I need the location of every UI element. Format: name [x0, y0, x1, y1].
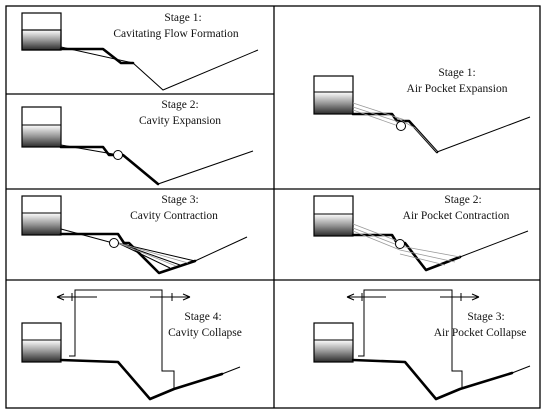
- pipeline-profile: [436, 116, 531, 153]
- stage-title: Cavitating Flow Formation: [113, 28, 238, 40]
- reservoir: [313, 75, 354, 115]
- cavity-bubble: [109, 238, 119, 248]
- panel-right-1: Stage 1: Air Pocket Expansion: [313, 67, 531, 154]
- reservoir: [21, 12, 62, 51]
- panel-left-3: Stage 3: Cavity Contraction: [21, 194, 248, 275]
- panel-left-2: Stage 2: Cavity Expansion: [21, 99, 254, 186]
- stage-number: Stage 3:: [467, 311, 504, 323]
- air-pocket-lines: [352, 223, 461, 266]
- reservoir: [21, 322, 62, 363]
- pipeline-profile: [60, 46, 259, 91]
- stage-number: Stage 1:: [164, 12, 201, 24]
- stage-title: Cavity Collapse: [168, 327, 242, 339]
- pressure-surge-line: [358, 289, 463, 389]
- pipeline-thick: [351, 358, 514, 401]
- stage-number: Stage 2:: [444, 194, 481, 206]
- cavity-bubble: [113, 150, 123, 160]
- panel-left-1: Stage 1: Cavitating Flow Formation: [21, 12, 259, 91]
- stage-number: Stage 4:: [184, 311, 221, 323]
- pressure-surge-line: [69, 289, 175, 389]
- wave-arrow-left: [56, 293, 97, 301]
- pipeline-thick: [59, 358, 224, 401]
- pipeline-thick: [59, 232, 197, 275]
- air-pocket-lines: [352, 102, 438, 153]
- stage-title: Air Pocket Expansion: [407, 83, 508, 95]
- pipeline-profile: [221, 366, 241, 375]
- stage-title: Air Pocket Collapse: [434, 327, 527, 339]
- pipeline-profile: [511, 365, 531, 374]
- pipeline-thick: [351, 112, 439, 154]
- stage-number: Stage 3:: [161, 194, 198, 206]
- wave-arrow-right: [440, 293, 480, 301]
- air-pocket-bubble: [396, 121, 406, 131]
- hydraulic-grade-line: [60, 228, 114, 244]
- wave-arrow-left: [346, 293, 386, 301]
- pipeline-profile: [459, 230, 529, 258]
- stage-number: Stage 2:: [161, 99, 198, 111]
- figure-frame: [5, 5, 541, 409]
- pipeline-profile: [122, 150, 254, 185]
- pipeline-thick: [59, 145, 160, 186]
- air-pocket-bubble: [395, 239, 405, 249]
- pipeline-profile: [194, 236, 248, 262]
- stage-title: Cavity Contraction: [130, 210, 218, 222]
- reservoir: [21, 195, 62, 236]
- stage-title: Air Pocket Contraction: [403, 210, 510, 222]
- wave-arrow-right: [150, 293, 191, 301]
- stage-number: Stage 1:: [438, 67, 475, 79]
- stage-title: Cavity Expansion: [139, 115, 221, 127]
- cavity-wedge: [117, 242, 196, 269]
- panel-right-2: Stage 2: Air Pocket Contraction: [313, 194, 529, 272]
- panel-left-4: Stage 4: Cavity Collapse: [21, 289, 242, 401]
- reservoir: [313, 195, 354, 237]
- cavity-wedge-grey: [117, 242, 189, 267]
- panel-right-3: Stage 3: Air Pocket Collapse: [313, 289, 531, 401]
- reservoir: [21, 106, 62, 148]
- hydraulic-grade-line: [60, 144, 114, 155]
- reservoir: [313, 322, 354, 363]
- pipeline-thick: [59, 47, 135, 65]
